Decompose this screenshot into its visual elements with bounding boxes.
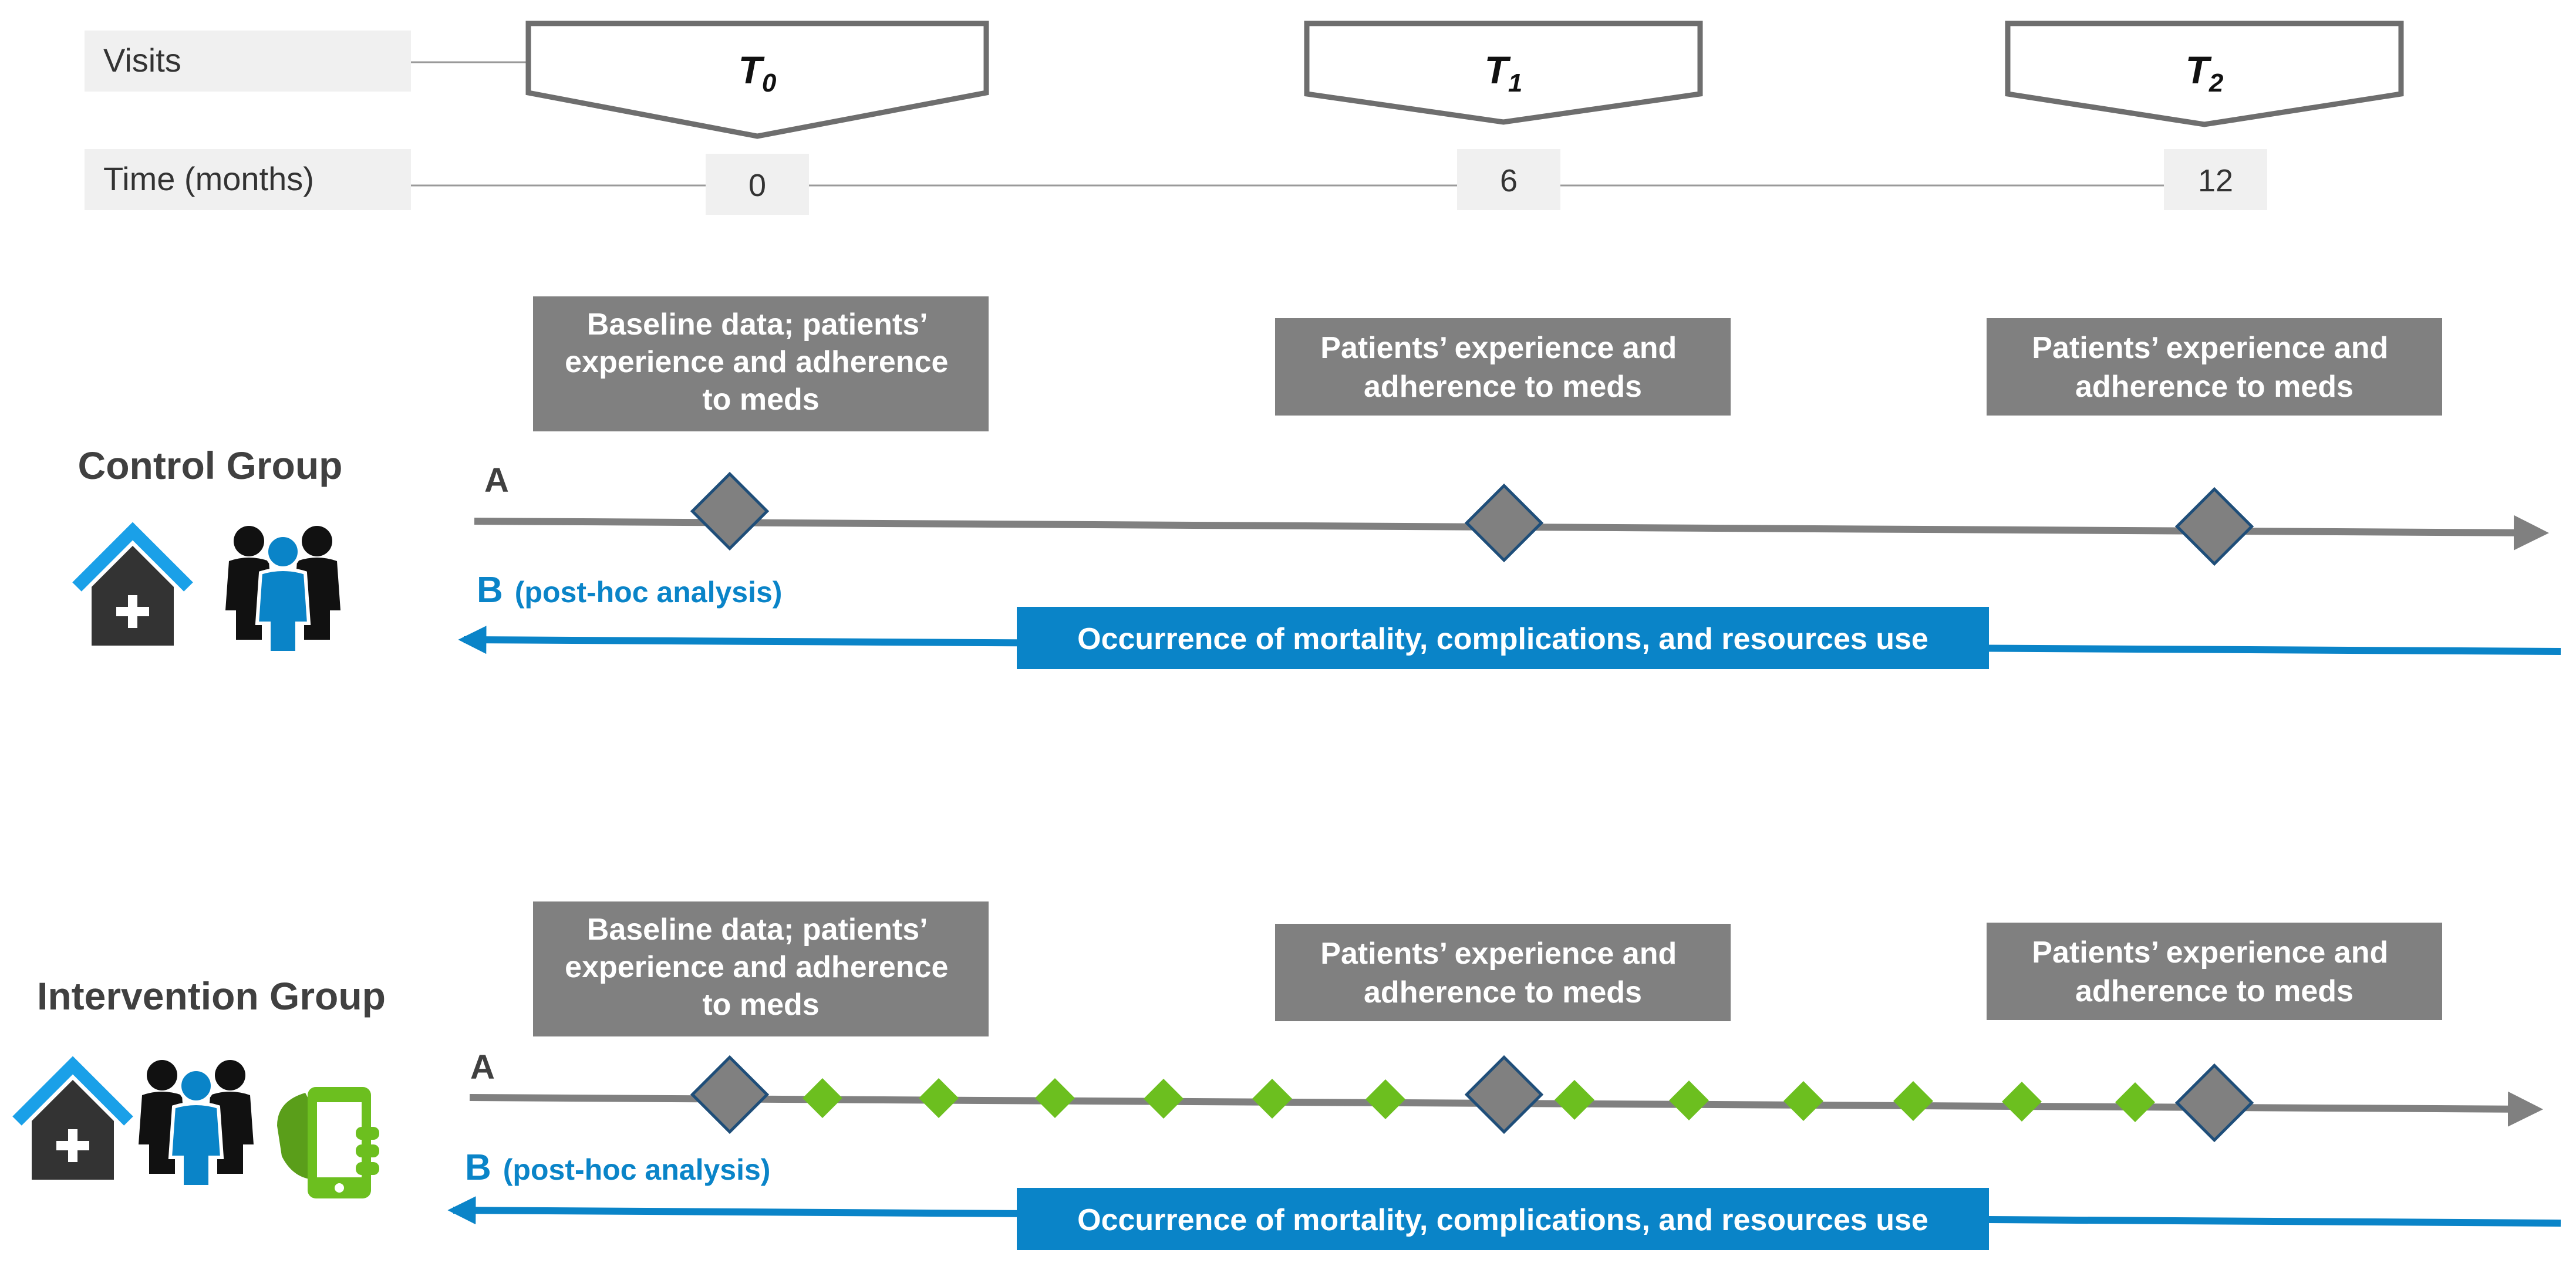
control-outcome-text: Occurrence of mortality, complications, … <box>1077 622 1928 656</box>
hospital-icon <box>77 531 188 646</box>
intervention-group-section: Intervention Group Baseline data; patien… <box>17 901 2561 1250</box>
intervention-box-t1 <box>1275 924 1731 1021</box>
followup-marker <box>1669 1080 1709 1120</box>
control-visit-diamond-t1 <box>1464 483 1544 563</box>
control-visit-diamond-t0 <box>690 471 770 551</box>
intervention-group-title: Intervention Group <box>37 974 386 1018</box>
control-label-a: A <box>484 461 509 499</box>
control-box-t1-text: Patients’ experience and adherence to me… <box>1320 331 1685 404</box>
intervention-label-b: B(post-hoc analysis) <box>465 1147 770 1188</box>
followup-marker <box>1144 1079 1184 1119</box>
followup-marker <box>919 1078 959 1118</box>
control-box-t2 <box>1987 318 2442 416</box>
visit-t2-marker <box>2005 21 2404 127</box>
followup-marker <box>1893 1081 1933 1121</box>
intervention-outcome-text: Occurrence of mortality, complications, … <box>1077 1203 1928 1237</box>
intervention-label-a: A <box>470 1048 495 1086</box>
intervention-visit-diamond-t2 <box>2174 1063 2254 1143</box>
month-chip-0 <box>706 154 809 215</box>
visit-t1-label: T1 <box>1485 48 1523 97</box>
control-visit-diamond-t2 <box>2174 487 2254 566</box>
control-box-t0 <box>533 296 989 431</box>
followup-marker <box>803 1078 842 1118</box>
visits-legend-label: Visits <box>103 42 181 79</box>
intervention-visit-diamond-t0 <box>690 1055 770 1134</box>
hospital-icon <box>17 1065 129 1180</box>
followup-marker <box>1783 1081 1823 1121</box>
intervention-box-t2 <box>1987 923 2442 1020</box>
control-box-t2-text: Patients’ experience and adherence to me… <box>2032 331 2396 404</box>
visit-t0-marker <box>525 21 989 139</box>
followup-marker <box>1252 1079 1292 1119</box>
followup-marker <box>1035 1078 1075 1118</box>
intervention-box-t2-text: Patients’ experience and adherence to me… <box>2032 936 2396 1008</box>
intervention-box-t0-text: Baseline data; patients’ experience and … <box>565 913 957 1022</box>
followup-marker <box>2115 1082 2155 1122</box>
patients-icon <box>225 526 340 653</box>
visit-t2-label: T2 <box>2186 48 2224 97</box>
followup-marker <box>1555 1080 1594 1120</box>
visits-legend-box <box>85 31 411 92</box>
intervention-visit-diamond-t1 <box>1464 1055 1544 1134</box>
month-chip-12 <box>2164 149 2267 210</box>
intervention-outcome-box <box>1017 1188 1989 1250</box>
month-chip-6 <box>1457 149 1560 210</box>
smartphone-hand-icon <box>277 1087 379 1198</box>
intervention-box-t1-text: Patients’ experience and adherence to me… <box>1320 937 1685 1009</box>
intervention-box-t0 <box>533 901 989 1036</box>
control-group-title: Control Group <box>78 444 343 487</box>
time-legend-label: Time (months) <box>103 160 314 197</box>
control-box-t0-text: Baseline data; patients’ experience and … <box>565 308 957 417</box>
visit-t0-label: T0 <box>739 48 777 97</box>
control-box-t1 <box>1275 318 1731 416</box>
patients-icon <box>139 1060 254 1187</box>
followup-marker <box>2002 1082 2042 1122</box>
intervention-followup-markers <box>803 1078 2155 1122</box>
control-label-b: B(post-hoc analysis) <box>477 570 782 610</box>
month-label-6: 6 <box>1500 163 1518 198</box>
followup-marker <box>1365 1079 1405 1119</box>
visit-t1-marker <box>1304 21 1703 125</box>
time-legend-box <box>85 149 411 210</box>
month-label-12: 12 <box>2198 163 2233 198</box>
control-group-section: Control Group Baseline data; patients’ e… <box>77 296 2561 669</box>
month-label-0: 0 <box>748 168 766 203</box>
control-outcome-box <box>1017 607 1989 669</box>
